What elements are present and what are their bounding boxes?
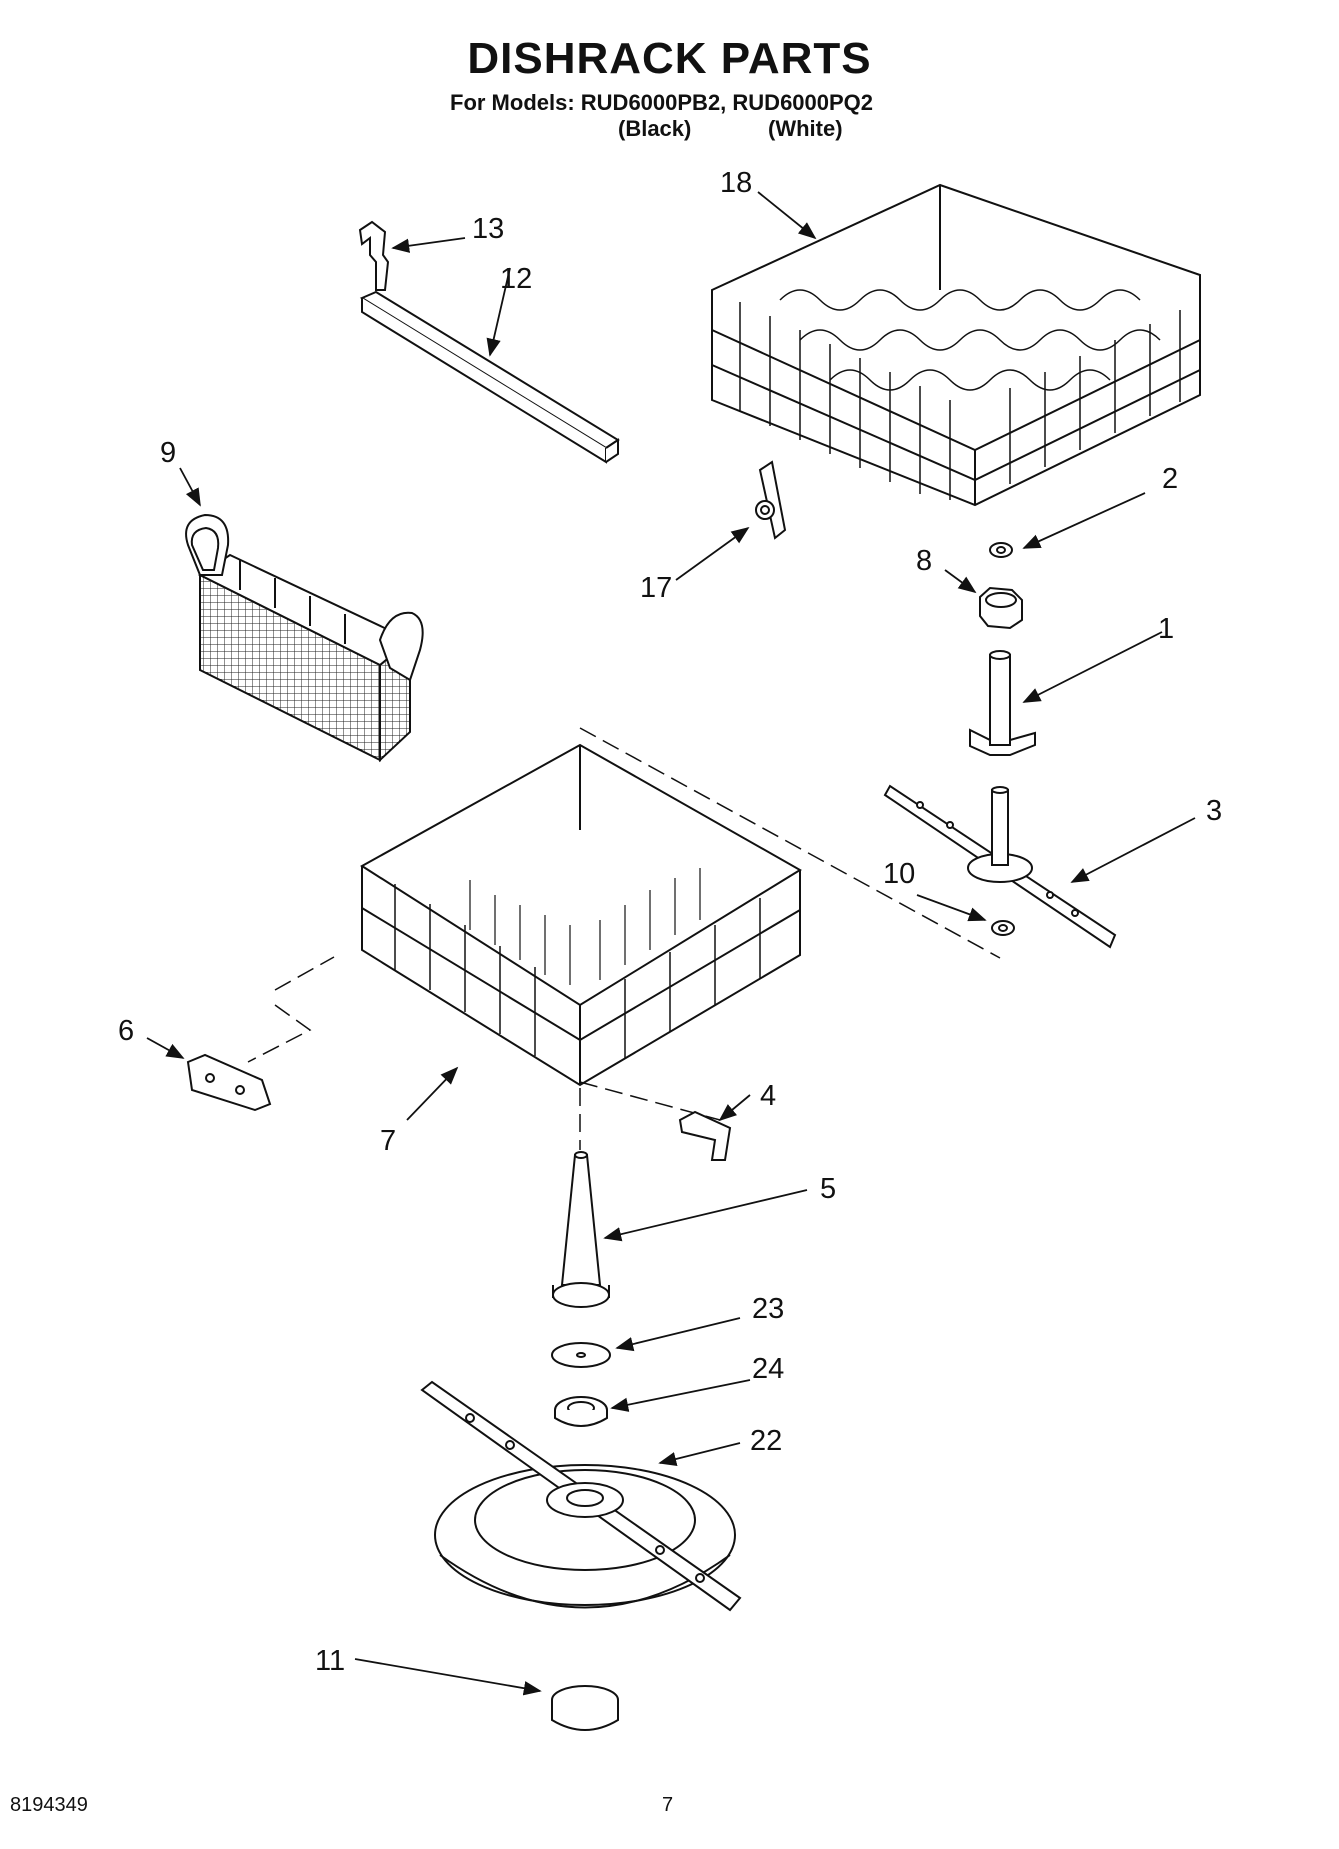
ring-11	[551, 1685, 619, 1731]
callout-8: 8	[916, 545, 932, 577]
lower-rack	[360, 743, 802, 1087]
document-number: 8194349	[10, 1794, 88, 1816]
rack-bumper-6	[186, 1053, 272, 1112]
page-number: 7	[662, 1794, 674, 1816]
callout-1: 1	[1158, 613, 1174, 645]
rack-clip-4	[678, 1110, 732, 1161]
washer-10	[991, 920, 1015, 936]
callout-7: 7	[380, 1125, 396, 1157]
callout-23: 23	[752, 1293, 784, 1325]
bearing-24	[554, 1396, 608, 1427]
callout-22: 22	[750, 1425, 782, 1457]
rack-bar	[359, 290, 620, 464]
silverware-basket	[185, 513, 424, 763]
callout-12: 12	[500, 263, 532, 295]
callout-5: 5	[820, 1173, 836, 1205]
callout-11: 11	[315, 1645, 345, 1677]
washer-23	[551, 1342, 611, 1368]
washer-2	[989, 542, 1013, 558]
callout-17: 17	[640, 572, 672, 604]
callout-3: 3	[1206, 795, 1222, 827]
color-white-label: (White)	[768, 116, 843, 141]
callout-arrows	[146, 191, 1196, 1696]
lower-spray-arm	[420, 1380, 742, 1612]
models-line: For Models: RUD6000PB2, RUD6000PQ2	[450, 90, 874, 115]
callout-4: 4	[760, 1080, 776, 1112]
rack-roller	[755, 460, 787, 540]
callout-2: 2	[1162, 463, 1178, 495]
clip	[358, 220, 390, 291]
callout-9: 9	[160, 437, 176, 469]
color-black-label: (Black)	[618, 116, 692, 141]
callout-13: 13	[472, 213, 504, 245]
callout-6: 6	[118, 1015, 134, 1047]
callout-10: 10	[883, 858, 915, 890]
callout-24: 24	[752, 1353, 784, 1385]
upper-feed-tube	[969, 650, 1036, 756]
nut-8	[979, 586, 1023, 630]
upper-rack	[711, 183, 1201, 507]
upper-spray-arm	[883, 784, 1117, 949]
page-title: DISHRACK PARTS	[467, 34, 872, 83]
lower-feed-tube	[552, 1151, 610, 1308]
callout-18: 18	[720, 167, 752, 199]
